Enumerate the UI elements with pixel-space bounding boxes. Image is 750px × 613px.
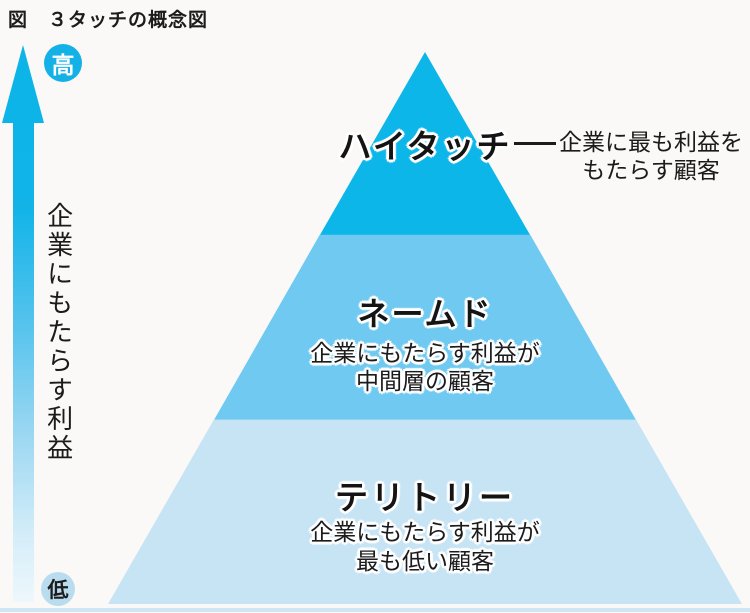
- tier-named-label: ネームド: [357, 296, 493, 332]
- callout-connector-line: [514, 142, 556, 145]
- profit-axis-arrow: [2, 45, 44, 602]
- figure-title: 図 ３タッチの概念図: [8, 10, 209, 31]
- axis-label: 企業にもたらす利益: [43, 202, 74, 463]
- description-line: 最も低い顧客: [356, 548, 494, 574]
- description-line: 企業にもたらす利益が: [310, 519, 540, 545]
- description-line: 企業にもたらす利益が: [310, 340, 540, 366]
- low-label-badge: 低: [41, 572, 75, 606]
- arrow-shaft: [13, 122, 34, 602]
- tier-territory-label: テリトリー: [335, 479, 515, 516]
- tier-named-description: 企業にもたらす利益が 中間層の顧客: [108, 339, 742, 395]
- bottom-rule: [0, 608, 750, 612]
- high-label: 高: [51, 52, 75, 78]
- tier-hightouch-description: 企業に最も利益を もたらす顧客: [559, 128, 743, 184]
- pyramid-diagram: [108, 52, 742, 604]
- low-label: 低: [47, 579, 69, 602]
- high-label-badge: 高: [44, 44, 82, 82]
- tier-hightouch-label: ハイタッチ: [338, 128, 512, 165]
- description-line: もたらす顧客: [582, 157, 720, 183]
- tier-territory-description: 企業にもたらす利益が 最も低い顧客: [108, 518, 742, 576]
- description-line: 企業に最も利益を: [559, 129, 743, 155]
- arrow-up-icon: [2, 45, 44, 123]
- description-line: 中間層の顧客: [356, 368, 494, 394]
- tier-territory-shape: [108, 419, 742, 604]
